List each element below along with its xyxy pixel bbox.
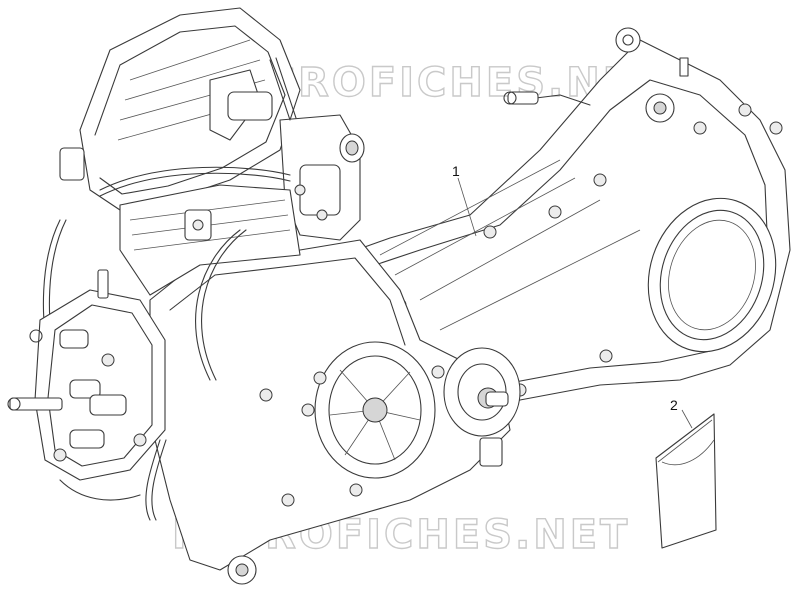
callout-2-label: 2 [670,397,678,413]
callout-1: 1 [452,163,477,237]
crankcase [149,239,521,585]
callout-2: 2 [670,397,693,429]
left-cover [7,269,166,481]
callout-1-label: 1 [452,163,460,179]
cylinder-head [59,7,301,211]
item-2-pouch [655,413,717,549]
cylinder-block [119,184,301,296]
hoses [42,166,291,521]
